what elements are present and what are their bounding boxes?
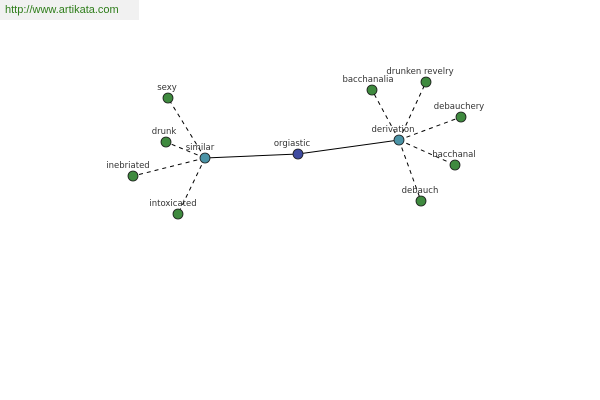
center-label-orgiastic[interactable]: orgiastic: [274, 139, 311, 149]
edge-similar-drunk: [165, 141, 206, 159]
leaf-label-intoxicated[interactable]: intoxicated: [149, 199, 196, 209]
leaf-label-sexy[interactable]: sexy: [157, 83, 177, 93]
leaf-label-drunk[interactable]: drunk: [152, 127, 177, 137]
leaf-label-bacchanal[interactable]: bacchanal: [432, 150, 476, 160]
leaf-node-drunken-revelry[interactable]: [420, 76, 432, 88]
leaf-label-drunken-revelry[interactable]: drunken revelry: [386, 67, 453, 77]
edge-derivation-bacchanal: [398, 139, 456, 166]
hub-node-similar[interactable]: [199, 152, 211, 164]
leaf-node-debauchery[interactable]: [455, 111, 467, 123]
edge-orgiastic-similar: [204, 153, 299, 159]
site-url[interactable]: http://www.artikata.com: [0, 0, 139, 20]
leaf-node-bacchanal[interactable]: [449, 159, 461, 171]
leaf-node-debauch[interactable]: [415, 195, 427, 207]
leaf-node-inebriated[interactable]: [127, 170, 139, 182]
hub-label-similar[interactable]: similar: [186, 143, 215, 153]
leaf-node-sexy[interactable]: [162, 92, 174, 104]
center-node-orgiastic[interactable]: [292, 148, 304, 160]
edge-derivation-bacchanalia: [371, 89, 400, 141]
leaf-label-debauchery[interactable]: debauchery: [434, 102, 484, 112]
leaf-label-debauch[interactable]: debauch: [402, 186, 439, 196]
edge-orgiastic-derivation: [297, 139, 400, 155]
hub-label-derivation[interactable]: derivation: [371, 125, 414, 135]
leaf-label-bacchanalia[interactable]: bacchanalia: [342, 75, 393, 85]
leaf-node-drunk[interactable]: [160, 136, 172, 148]
edge-derivation-debauch: [398, 139, 422, 202]
edge-similar-intoxicated: [177, 157, 206, 215]
edge-derivation-debauchery: [398, 116, 462, 141]
leaf-label-inebriated[interactable]: inebriated: [106, 161, 149, 171]
edge-derivation-drunken-revelry: [398, 81, 427, 141]
hub-node-derivation[interactable]: [393, 134, 405, 146]
leaf-node-intoxicated[interactable]: [172, 208, 184, 220]
leaf-node-bacchanalia[interactable]: [366, 84, 378, 96]
edge-similar-sexy: [167, 97, 206, 159]
